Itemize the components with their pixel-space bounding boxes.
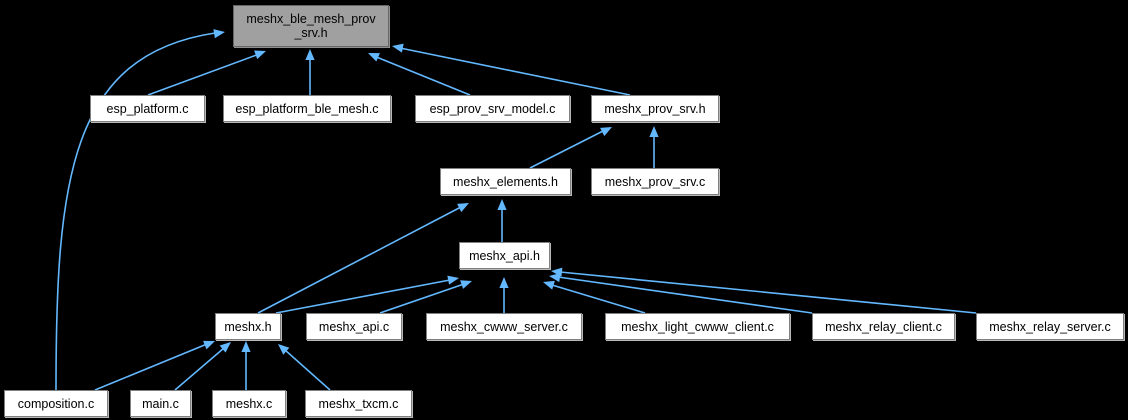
node-meshx_relay_server[interactable]: meshx_relay_server.c [976, 313, 1124, 340]
arrowhead-meshx_relay_server-to-meshx_api_h [551, 267, 563, 277]
node-meshx_elements_h[interactable]: meshx_elements.h [440, 168, 571, 195]
arrowhead-esp_platform_ble_mesh-to-root [305, 49, 315, 60]
arrowhead-meshx_api_h-to-meshx_elements_h [497, 199, 507, 210]
arrowhead-meshx_c-to-meshx_h [241, 341, 251, 352]
edge-meshx_relay_client-to-meshx_api_h [557, 276, 813, 314]
arrowhead-meshx_txcm-to-meshx_h [278, 344, 290, 355]
edge-meshx_api_c-to-meshx_api_h [379, 283, 465, 314]
arrowhead-meshx_light_cwww-to-meshx_api_h [543, 280, 555, 290]
edge-meshx_elements_h-to-meshx_prov_srv_h [529, 129, 606, 169]
arrowhead-composition-to-root [213, 29, 225, 39]
node-meshx_relay_client[interactable]: meshx_relay_client.c [812, 313, 955, 340]
arrowhead-esp_prov_srv_model-to-root [368, 53, 380, 62]
node-meshx_prov_srv_h[interactable]: meshx_prov_srv.h [591, 95, 719, 122]
node-esp_platform_ble_mesh[interactable]: esp_platform_ble_mesh.c [223, 95, 391, 122]
edge-meshx_txcm-to-meshx_h [284, 349, 331, 391]
arrowhead-meshx_api_c-to-meshx_api_h [460, 280, 472, 289]
node-meshx_txcm[interactable]: meshx_txcm.c [305, 390, 412, 417]
arrowhead-meshx_relay_client-to-meshx_api_h [549, 272, 561, 283]
node-esp_platform[interactable]: esp_platform.c [90, 95, 205, 122]
edge-esp_prov_srv_model-to-root [373, 55, 471, 96]
node-meshx_light_cwww[interactable]: meshx_light_cwww_client.c [605, 313, 790, 340]
edge-meshx_relay_server-to-meshx_api_h [559, 271, 977, 314]
node-root[interactable]: meshx_ble_mesh_prov _srv.h [233, 5, 389, 47]
edge-meshx_h-to-meshx_elements_h [257, 206, 462, 314]
arrowhead-meshx_prov_srv_h-to-root [392, 43, 404, 53]
arrowhead-meshx_elements_h-to-meshx_prov_srv_h [600, 127, 612, 137]
node-main[interactable]: main.c [130, 390, 191, 417]
arrowhead-meshx_h-to-meshx_api_h [447, 275, 459, 285]
node-esp_prov_srv_model[interactable]: esp_prov_srv_model.c [415, 95, 570, 122]
node-meshx_api_c[interactable]: meshx_api.c [306, 313, 402, 340]
edge-meshx_prov_srv_h-to-root [399, 47, 631, 96]
arrowhead-meshx_prov_srv_c-to-meshx_prov_srv_h [649, 126, 659, 137]
node-composition[interactable]: composition.c [4, 390, 108, 417]
node-meshx_c[interactable]: meshx.c [212, 390, 286, 417]
node-meshx_h[interactable]: meshx.h [215, 313, 281, 340]
arrowhead-meshx_cwww_server-to-meshx_api_h [499, 277, 509, 288]
arrowhead-esp_platform-to-root [254, 50, 266, 60]
arrowhead-meshx_h-to-meshx_elements_h [457, 203, 469, 213]
edge-meshx_light_cwww-to-meshx_api_h [551, 284, 646, 314]
edge-meshx_h-to-meshx_api_h [275, 279, 451, 314]
edge-composition-to-meshx_h [94, 343, 208, 391]
arrowhead-main-to-meshx_h [219, 342, 231, 353]
arrowhead-composition-to-meshx_h [203, 340, 215, 350]
edge-composition-to-root [55, 32, 216, 391]
node-meshx_prov_srv_c[interactable]: meshx_prov_srv.c [591, 168, 719, 195]
node-meshx_api_h[interactable]: meshx_api.h [459, 242, 550, 269]
edge-esp_platform-to-root [147, 52, 263, 96]
edge-main-to-meshx_h [174, 347, 225, 391]
node-meshx_cwww_server[interactable]: meshx_cwww_server.c [426, 313, 582, 340]
